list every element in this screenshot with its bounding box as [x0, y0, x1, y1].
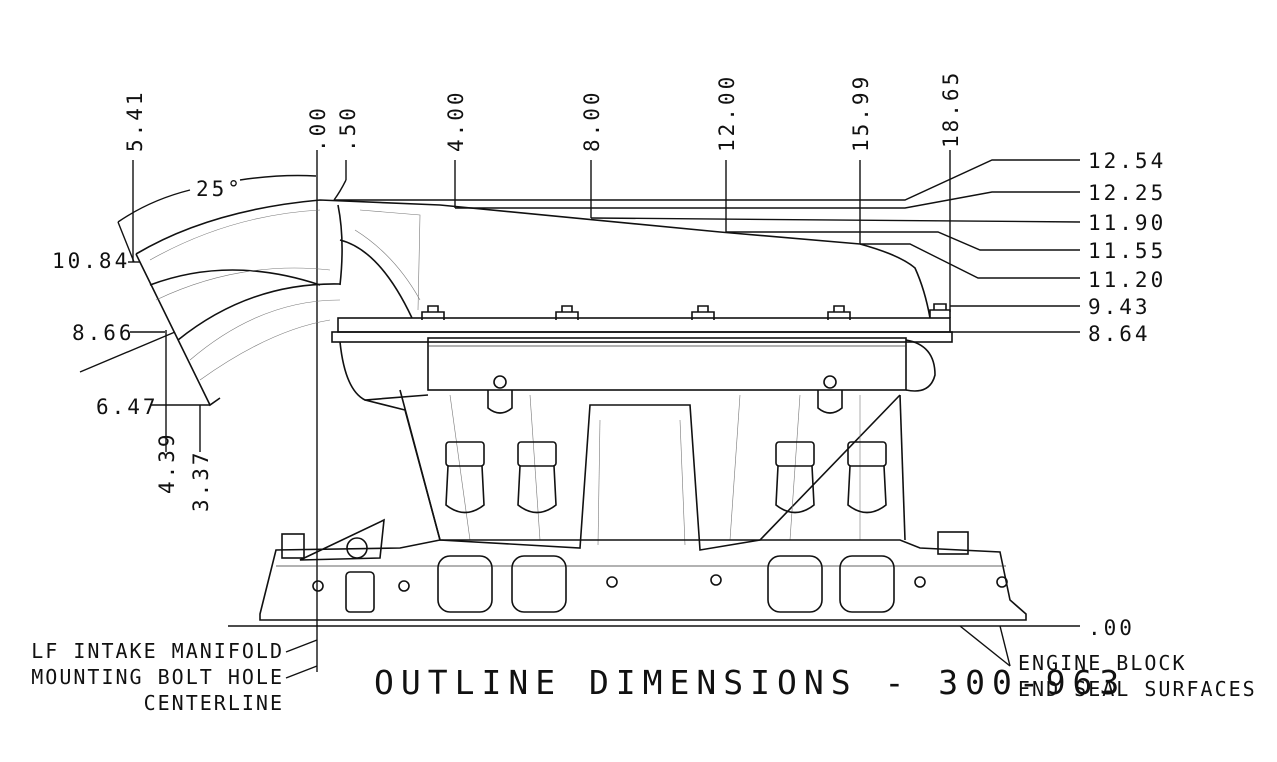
- dim-10-84: 10.84: [52, 249, 130, 273]
- dim-15-99: 15.99: [849, 74, 873, 152]
- dim-4-00: 4.00: [444, 89, 468, 152]
- dim-8-00: 8.00: [580, 89, 604, 152]
- injectors: [445, 441, 887, 514]
- dim-5-41: 5.41: [123, 89, 147, 152]
- dim-18-65: 18.65: [939, 70, 963, 148]
- leader-centerline: [285, 639, 318, 653]
- dim-11-20: 11.20: [1088, 268, 1166, 292]
- dim-6-47: 6.47: [96, 395, 159, 419]
- note-left-line3: CENTERLINE: [144, 691, 284, 715]
- note-right-line1: ENGINE BLOCK: [1018, 651, 1187, 675]
- dim-11-55: 11.55: [1088, 239, 1166, 263]
- dim-4-39: 4.39: [155, 431, 179, 494]
- right-leaders: [334, 159, 1081, 667]
- note-left-line1: LF INTAKE MANIFOLD: [31, 639, 284, 663]
- dim-11-90: 11.90: [1088, 211, 1166, 235]
- dim-0-50: .50: [336, 105, 360, 152]
- dim-0-00-top: .00: [306, 105, 330, 152]
- dim-12-25: 12.25: [1088, 181, 1166, 205]
- left-leaders: [79, 261, 210, 452]
- dim-12-00: 12.00: [715, 74, 739, 152]
- ports: [437, 555, 895, 613]
- dim-12-54: 12.54: [1088, 149, 1166, 173]
- note-right-line2: END SEAL SURFACES: [1018, 677, 1257, 701]
- manifold-part: [135, 199, 1027, 621]
- dim-0-00-right: .00: [1088, 616, 1135, 640]
- note-left-line2: MOUNTING BOLT HOLE: [31, 665, 284, 689]
- dim-9-43: 9.43: [1088, 295, 1151, 319]
- angle-label: 25°: [196, 177, 243, 201]
- dim-8-66: 8.66: [72, 321, 135, 345]
- rail-bolts: [421, 303, 951, 320]
- angle-arc: [117, 189, 191, 223]
- flange-holes: [312, 574, 1008, 592]
- dim-8-64: 8.64: [1088, 322, 1151, 346]
- drawing-title: OUTLINE DIMENSIONS - 300-963: [374, 663, 1126, 702]
- dim-3-37: 3.37: [189, 449, 213, 512]
- top-extension-lines: [132, 150, 951, 312]
